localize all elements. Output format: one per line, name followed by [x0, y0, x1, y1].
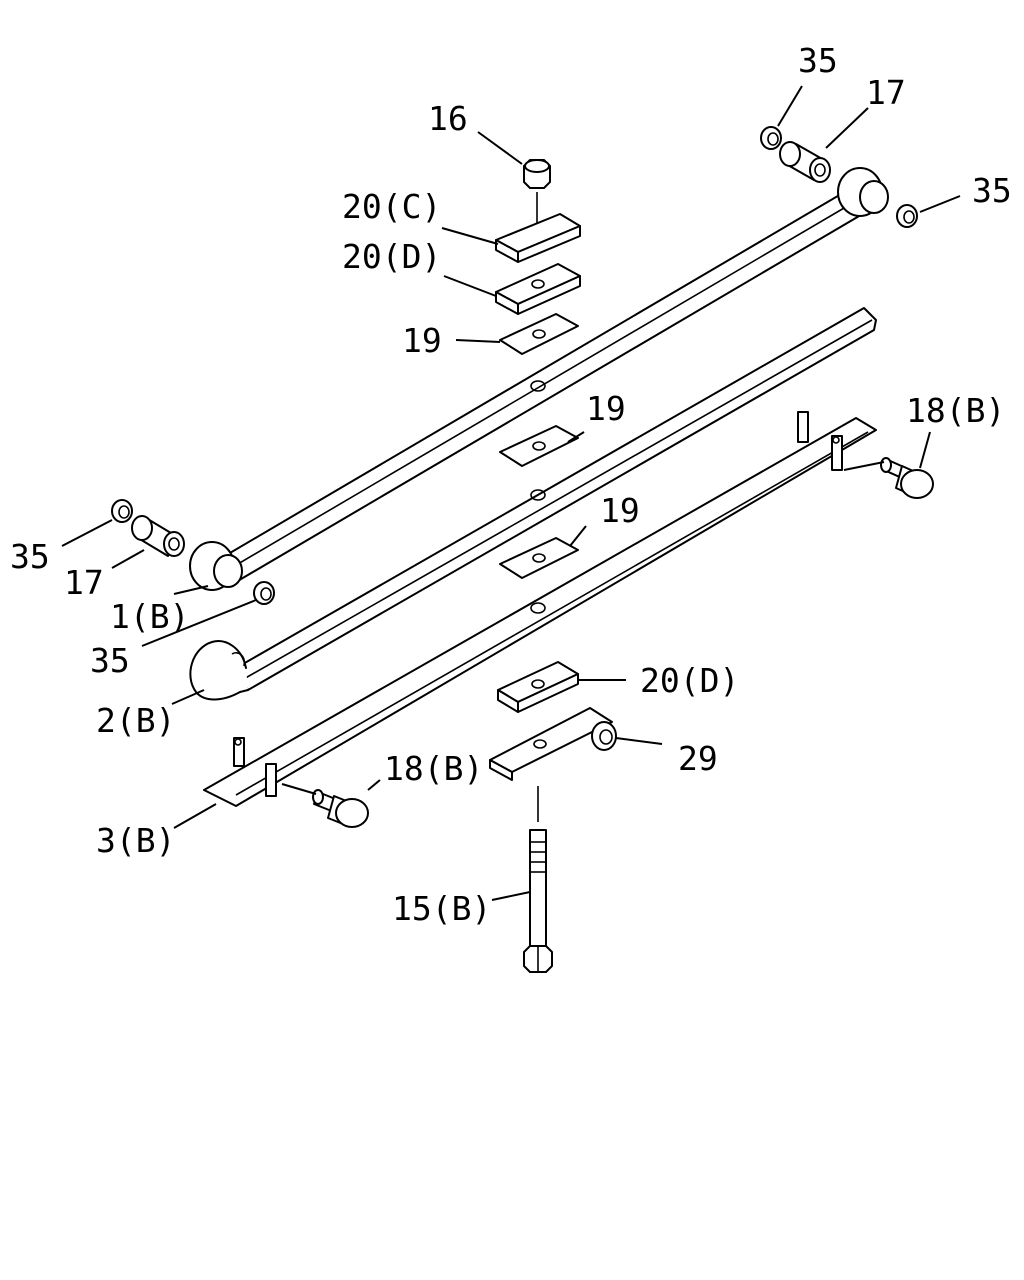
- label-18b-left: 18(B): [384, 749, 483, 788]
- nut-16: [523, 159, 551, 236]
- label-17-top: 17: [866, 73, 906, 112]
- label-29: 29: [678, 739, 718, 778]
- shim-19-low: [499, 537, 579, 579]
- eye-front-1b: [189, 541, 243, 591]
- shim-19-mid: [499, 425, 579, 467]
- label-15b: 15(B): [392, 889, 491, 928]
- label-17-left: 17: [64, 563, 104, 602]
- eye-rear-1b: [837, 167, 889, 217]
- label-1b: 1(B): [110, 597, 189, 636]
- label-35-right: 35: [972, 171, 1012, 210]
- label-2b: 2(B): [96, 701, 175, 740]
- spring-seat-29: [489, 707, 617, 781]
- label-18b-right: 18(B): [906, 391, 1005, 430]
- label-19-mid: 19: [586, 389, 626, 428]
- plate-20d-bottom: [497, 661, 579, 713]
- leaf-spring-2b: [189, 307, 877, 701]
- bolt-18b-right: [880, 457, 934, 499]
- callout-labels: 35 17 16 20(C) 35 20(D) 19 19 18(B) 19 3…: [10, 41, 1012, 928]
- label-35-left: 35: [10, 537, 50, 576]
- washer-35-top: [760, 126, 782, 150]
- leaf-spring-3b: [203, 411, 877, 807]
- bushing-17-top: [779, 141, 831, 183]
- washer-35-mid: [253, 581, 275, 605]
- plate-20c: [495, 213, 581, 263]
- plate-20d-top: [495, 263, 581, 315]
- bushing-17-left: [131, 515, 185, 557]
- label-16: 16: [428, 99, 468, 138]
- leader-lines: [61, 85, 961, 901]
- label-19-top: 19: [402, 321, 442, 360]
- label-20d-top: 20(D): [342, 237, 441, 276]
- label-19-low: 19: [600, 491, 640, 530]
- washer-35-right: [896, 204, 918, 228]
- label-20d-bottom: 20(D): [640, 661, 739, 700]
- label-35-mid: 35: [90, 641, 130, 680]
- washer-35-left: [111, 499, 133, 523]
- bolt-18b-left: [312, 789, 369, 828]
- label-3b: 3(B): [96, 821, 175, 860]
- label-20c: 20(C): [342, 187, 441, 226]
- label-35-top: 35: [798, 41, 838, 80]
- shim-19-top: [499, 313, 579, 355]
- leaf-spring-1b: [189, 167, 889, 591]
- center-bolt-15b: [523, 786, 553, 973]
